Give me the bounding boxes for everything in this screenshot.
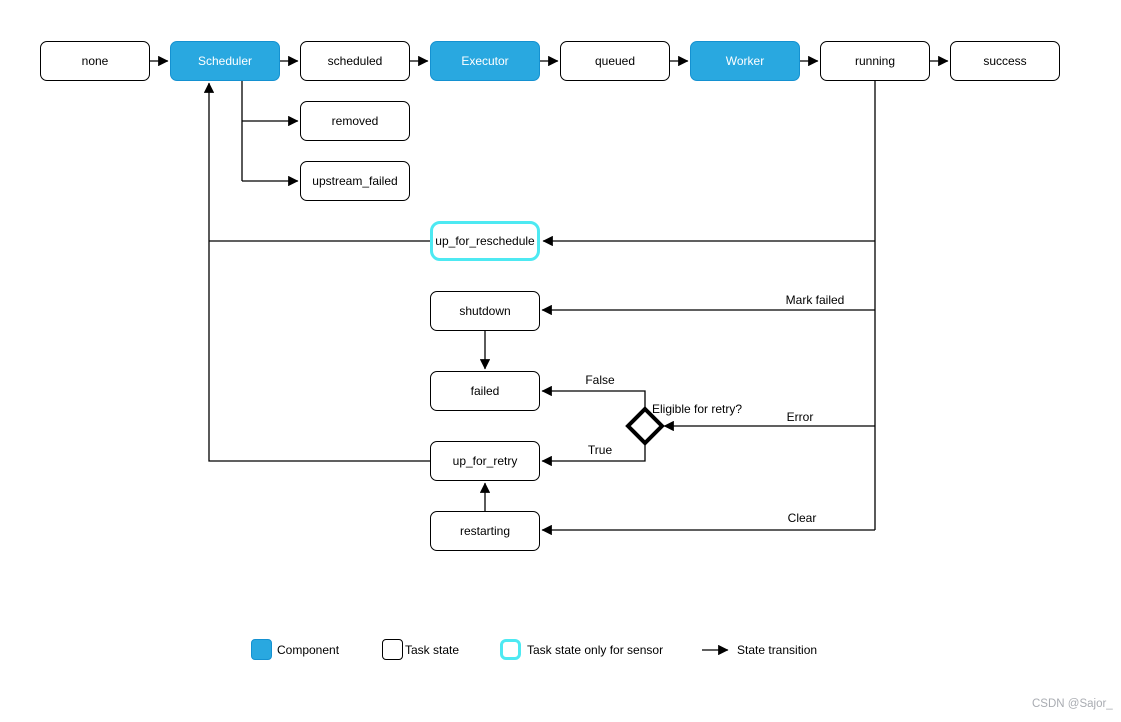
watermark: CSDN @Sajor_ [1032,698,1113,710]
edge-diamond-false-to-failed [541,385,646,409]
edge-label-mark-failed: Mark failed [785,293,845,307]
node-scheduled: scheduled [300,41,410,81]
node-executor: Executor [430,41,540,81]
legend-component-label: Component [277,643,340,657]
node-up-for-reschedule: up_for_reschedule [430,221,540,261]
node-worker: Worker [690,41,800,81]
decision-diamond [625,406,665,446]
legend-transition-label: State transition [737,643,818,657]
node-upstream-failed: upstream_failed [300,161,410,201]
legend-sensor-swatch [500,639,521,660]
node-success: success [950,41,1060,81]
node-shutdown: shutdown [430,291,540,331]
edge-label-error: Error [786,410,814,424]
node-running: running [820,41,930,81]
node-restarting: restarting [430,511,540,551]
node-none: none [40,41,150,81]
node-scheduler: Scheduler [170,41,280,81]
legend-task-state-label: Task state [405,643,460,657]
node-up-for-retry: up_for_retry [430,441,540,481]
node-removed: removed [300,101,410,141]
legend-sensor-label: Task state only for sensor [527,643,664,657]
legend-task-state-swatch [382,639,403,660]
edge-label-clear: Clear [787,511,817,525]
node-queued: queued [560,41,670,81]
legend-component-swatch [251,639,272,660]
edge-diamond-true-to-retry [541,443,646,467]
edge-label-true: True [587,443,613,457]
edge-label-false: False [585,373,615,387]
node-failed: failed [430,371,540,411]
decision-label-eligible-for-retry: Eligible for retry? [652,402,743,416]
edge-retry-to-scheduler [203,82,430,462]
